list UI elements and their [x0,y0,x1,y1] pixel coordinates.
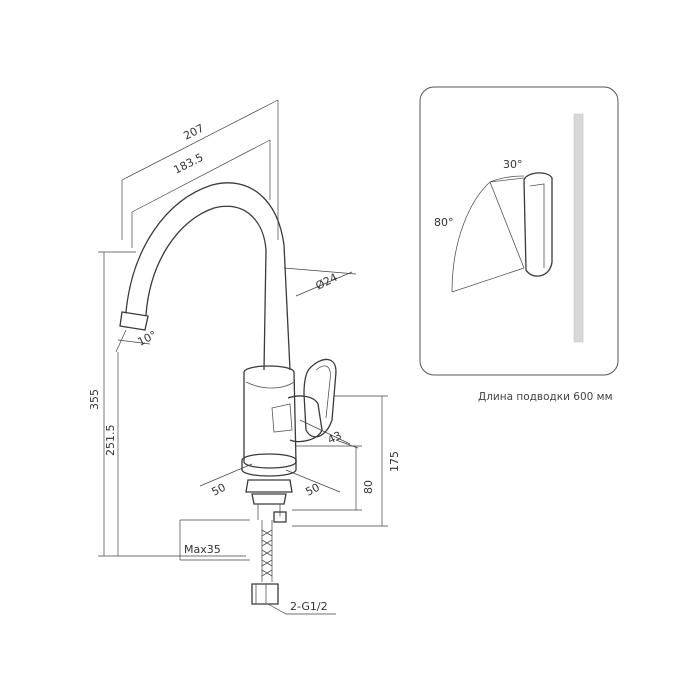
dim-max-countertop: Max35 [184,543,221,556]
dim-height-total: 355 [88,389,101,410]
dim-reach-spout: 183.5 [171,151,205,177]
dim-reach-total: 207 [181,122,206,143]
dim-height-spout: 251.5 [104,425,117,457]
dim-connection: 2-G1/2 [290,600,328,613]
dim-base-right: 50 [303,481,321,499]
dim-base-height: 80 [362,480,375,494]
inset-caption: Длина подводки 600 мм [478,391,613,403]
dim-base-left: 50 [209,481,227,499]
dim-spout-diameter: Ø24 [313,271,339,293]
dim-lever-offset: 43 [325,429,343,447]
dim-spout-angle: 10° [135,328,158,348]
inset-angle-side: 80° [434,216,454,229]
dim-lever-height: 175 [388,451,401,472]
dimension-lines [98,99,388,615]
lever-angle-inset [419,86,619,376]
inset-angle-top: 30° [503,158,523,171]
faucet-outline [119,182,337,605]
